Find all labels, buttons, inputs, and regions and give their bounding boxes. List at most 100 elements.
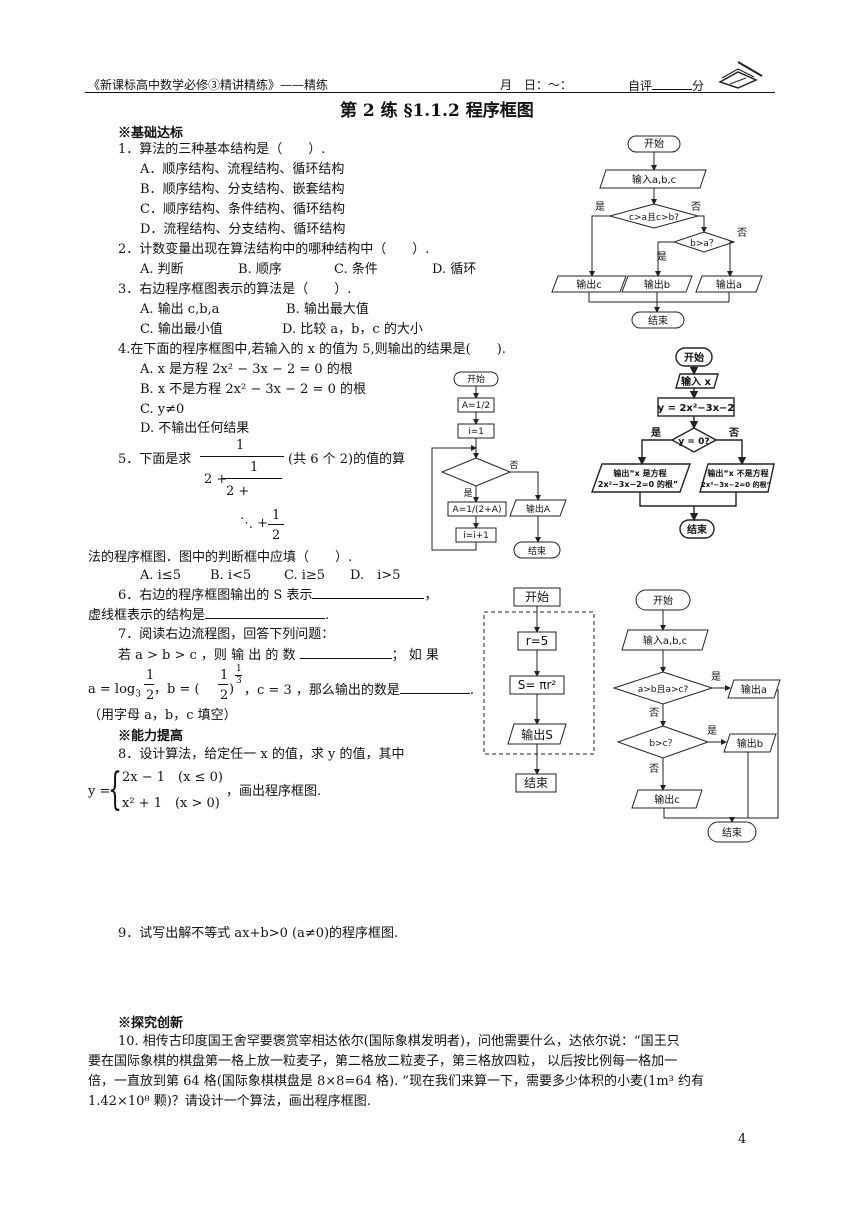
q7-b-close: ): [229, 682, 235, 697]
fc5-yes1-label: 是: [711, 671, 721, 683]
q4-option-c: C. y≠0: [140, 402, 185, 417]
fc1-no2-label: 否: [737, 227, 747, 239]
q3-option-b: B. 输出最大值: [286, 302, 369, 317]
q7-line4: （用字母 a，b，c 填空）: [88, 708, 237, 723]
q10-line2: 要在国际象棋的棋盘第一格上放一粒麦子，第二格放二粒麦子，第三格放四粒， 以后按比…: [88, 1054, 678, 1069]
fc3-update-a-label: A=1/(2+A): [453, 505, 502, 515]
q5-fraction-last-two: 2: [272, 528, 281, 543]
q5-fraction-last-bar: [268, 524, 284, 525]
fc1-cond2-label: b>a？: [690, 239, 718, 249]
fc2-start-label: 开始: [684, 351, 704, 364]
q5-fraction-bar: [200, 456, 284, 457]
fc3-out-label: 输出A: [526, 503, 551, 515]
fc1-cond1-label: c>a且c>b?: [629, 212, 679, 223]
fc5-out-b-node: [723, 733, 777, 753]
q7-b-num: 1: [220, 668, 229, 683]
section-ability: ※能力提高: [118, 729, 184, 744]
fc5-input-label: 输入a,b,c: [643, 634, 687, 647]
fc2-out-yes-node: [591, 463, 691, 493]
q1-option-a: A．顺序结构、流程结构、循环结构: [140, 162, 345, 177]
fc4-end-label: 结束: [524, 776, 548, 790]
fc1-out-b-label: 输出b: [644, 278, 670, 291]
book-pen-icon: [718, 61, 763, 89]
flowchart-q5: 开始 A=1/2 i=1 是 否 A=1/(2+A) i=i+1 输出A 结束: [431, 371, 567, 559]
fc5-cond1-label: a>b且a>c?: [638, 684, 689, 695]
fc1-no1-label: 否: [691, 201, 701, 213]
q3-stem: 3．右边程序框图表示的算法是（ ）.: [118, 282, 352, 297]
fc1-yes1-label: 是: [595, 201, 605, 213]
q2-option-c: C. 条件: [334, 262, 378, 277]
q1-option-b: B．顺序结构、分支结构、嵌套结构: [140, 182, 345, 197]
fc2-input-label: 输入 x: [681, 375, 711, 388]
fc5-out-a-node: [727, 679, 781, 699]
section-basic: ※基础达标: [118, 126, 184, 141]
fc2-out2-line1: 输出“x 不是方程: [707, 468, 768, 478]
fc5-end-node: [707, 821, 757, 843]
q5-fraction-inner-two-plus: 2 +: [226, 484, 250, 499]
q10-line1: 10. 相传古印度国王舍罕要褒赏宰相达依尔(国际象棋发明者)，问他需要什么，达依…: [118, 1034, 680, 1049]
fc1-input-node: [599, 169, 707, 189]
q2-option-b: B. 顺序: [238, 262, 282, 277]
q5-option-a: A. i≤5: [140, 568, 181, 583]
q1-stem: 1．算法的三种基本结构是（ ）.: [118, 142, 326, 157]
q1-option-c: C．顺序结构、条件结构、循环结构: [140, 202, 345, 217]
fc5-out-c-node: [631, 789, 703, 809]
fc2-end-label: 结束: [687, 523, 708, 536]
q7-exp-den: 3: [236, 676, 242, 686]
q7-line1: 7．阅读右边流程图，回答下列问题：: [118, 627, 335, 642]
fc3-out-node: [509, 499, 567, 517]
fc4-s-label: S= πr²: [518, 678, 557, 692]
q5-option-c: C. i≥5: [284, 568, 326, 583]
fc3-update-a-node: [447, 501, 507, 517]
q8-case2: x² + 1 (x > 0): [122, 796, 220, 811]
fc1-yes2-label: 是: [657, 251, 667, 263]
fc3-start-label: 开始: [467, 373, 485, 385]
q5-fraction-two-plus: 2 +: [204, 472, 228, 487]
q8-y: y =: [88, 784, 111, 799]
q6-line1: 6．右边的程序框图输出的 S 表示，: [118, 585, 437, 605]
fc3-end-label: 结束: [528, 545, 546, 557]
fc1-out-a-node: [695, 275, 763, 293]
q7-line2: 若 a > b > c ，则 输 出 的 数 ； 如 果: [118, 645, 439, 665]
fc5-out-c-label: 输出c: [654, 793, 680, 806]
fc1-cond2-node: [672, 231, 736, 253]
q5-fraction-inner-one: 1: [250, 460, 259, 475]
q4-option-a: A. x 是方程 2x² − 3x − 2 = 0 的根: [140, 362, 353, 377]
q8-case1: 2x − 1 (x ≤ 0): [122, 770, 223, 785]
q9-text: 9．试写出解不等式 ax+b>0 (a≠0)的程序框图.: [118, 926, 399, 941]
fc4-r-label: r=5: [526, 634, 549, 648]
fc1-end-label: 结束: [648, 314, 668, 327]
fc3-a-init-label: A=1/2: [462, 401, 490, 411]
q7-line3-c: ，c = 3 ，那么输出的数是.: [244, 680, 474, 700]
fc1-cond1-node: [608, 203, 700, 229]
q3-option-c: C. 输出最小值: [140, 322, 223, 337]
fc5-start-label: 开始: [653, 594, 673, 607]
q5-option-b: B. i<5: [210, 568, 252, 583]
q5-option-d: D. i>5: [350, 568, 401, 583]
fc2-assign-label: y = 2x²−3x−2: [658, 403, 735, 414]
fc4-out-label: 输出S: [521, 727, 553, 742]
page-title: 第 2 练 §1.1.2 程序框图: [340, 101, 534, 121]
header-date: 月 日：～：: [500, 78, 573, 92]
fc4-out-node: [507, 723, 567, 745]
q2-option-a: A. 判断: [140, 262, 184, 277]
q10-line4: 1.42×10⁸ 颗)？请设计一个算法，画出程序框图.: [88, 1094, 371, 1109]
q7-b-bar: [218, 684, 228, 685]
fc3-yes-label: 是: [463, 488, 472, 499]
q5-continue: 法的程序框图．图中的判断框中应填（ ）.: [88, 550, 353, 565]
fc1-out-b-node: [621, 275, 693, 293]
fc1-out-c-label: 输出c: [576, 278, 602, 291]
fc3-update-i-label: i=i+1: [463, 531, 489, 541]
q10-line3: 倍，一直放到第 64 格(国际象棋棋盘是 8×8=64 格). ”现在我们来算一…: [88, 1074, 705, 1089]
q5-fraction-inner-bar: [222, 478, 282, 479]
q4-option-d: D. 不输出任何结果: [140, 421, 250, 436]
fc5-yes2-label: 是: [707, 725, 717, 737]
fc1-out-a-label: 输出a: [716, 278, 742, 291]
q7-exp-bar: [235, 675, 242, 676]
flowchart-q4: 开始 输入 x y = 2x²−3x−2 y = 0? 是 否 输出“x 是方程…: [591, 347, 775, 539]
q5-fraction-numerator: 1: [236, 438, 245, 453]
fc3-cond-node: [440, 457, 512, 487]
q6-line2: 虚线框表示的结构是.: [88, 605, 329, 625]
fc3-no-label: 否: [509, 460, 518, 471]
q7-half-num: 1: [146, 668, 155, 683]
